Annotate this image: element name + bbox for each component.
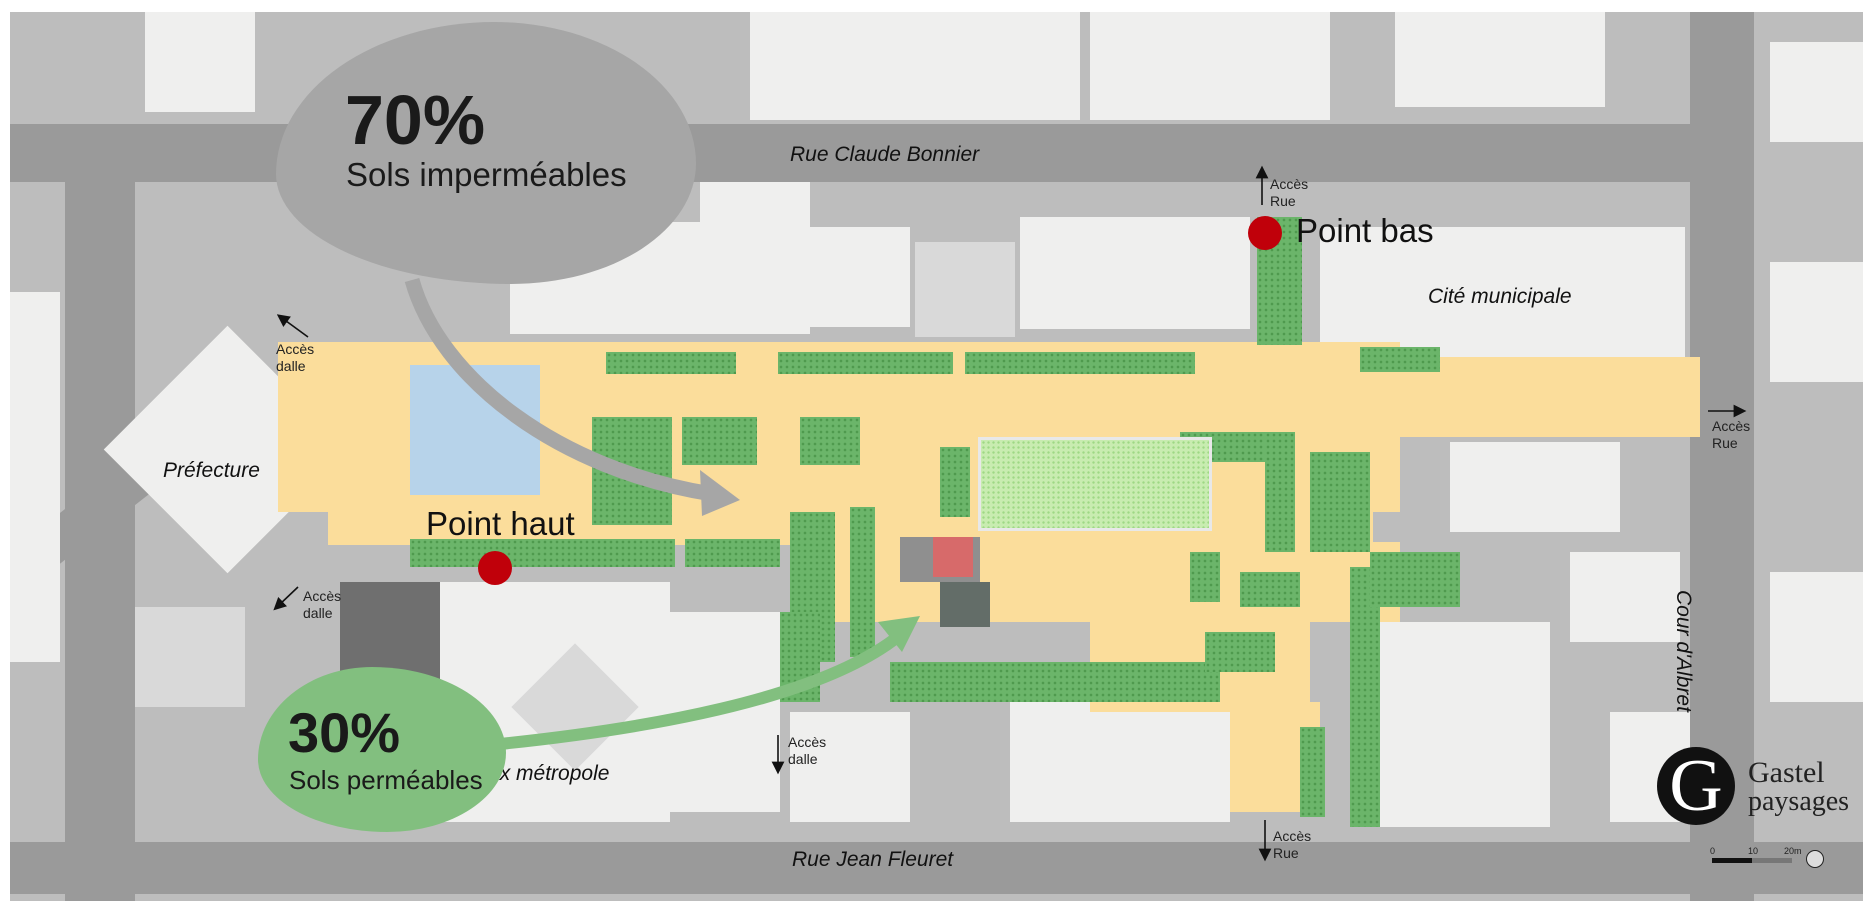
- access-arrow-sw-icon: [273, 586, 299, 611]
- permeable-bed: [940, 447, 970, 517]
- scale-bar-segment: [1752, 858, 1792, 863]
- building: [915, 242, 1015, 337]
- point-bas-marker: [1248, 216, 1282, 250]
- building: [145, 12, 255, 112]
- place-label-cite-municipale: Cité municipale: [1428, 285, 1572, 308]
- building: [1090, 12, 1330, 120]
- scale-bar-segment: [1712, 858, 1752, 863]
- point-bas-label: Point bas: [1296, 212, 1434, 249]
- site-plan-map: [10, 12, 1863, 901]
- point-haut-label: Point haut: [426, 505, 575, 542]
- building: [135, 607, 245, 707]
- green-flow-arrowhead-icon: [878, 616, 920, 652]
- building: [1020, 217, 1250, 329]
- scale-tick: 20m: [1784, 846, 1802, 856]
- access-line: dalle: [303, 605, 333, 621]
- access-line: dalle: [276, 358, 306, 374]
- building: [1010, 702, 1230, 822]
- access-arrow-nw-icon: [276, 314, 309, 338]
- logo-mark-letter: G: [1669, 745, 1723, 827]
- building: [1450, 442, 1620, 532]
- place-label-prefecture: Préfecture: [163, 459, 260, 482]
- impermeable-percent: 70%: [345, 81, 486, 159]
- access-line: Accès: [1712, 418, 1751, 434]
- logo-name: Gastel: [1748, 756, 1825, 789]
- north-arrow-icon: [1806, 850, 1824, 868]
- lawn: [978, 437, 1212, 531]
- permeable-bed: [890, 662, 1220, 702]
- permeable-bed: [685, 539, 780, 567]
- scale-tick: 10: [1748, 846, 1759, 856]
- permeable-bed: [606, 352, 736, 374]
- access-line: Accès: [788, 734, 827, 750]
- access-line: Accès: [276, 341, 315, 357]
- building: [1570, 552, 1680, 642]
- street-label-south: Rue Jean Fleuret: [792, 848, 954, 871]
- permeable-bed: [1350, 567, 1380, 827]
- scale-bar: 0 10 20m: [1710, 846, 1824, 868]
- road-jean-fleuret: [10, 842, 1863, 894]
- permeable-bed: [410, 539, 675, 567]
- access-line: dalle: [788, 751, 818, 767]
- permeable-bed: [1265, 432, 1295, 552]
- building: [810, 227, 910, 327]
- access-line: Rue: [1712, 435, 1738, 451]
- building: [1770, 42, 1863, 142]
- permeable-percent: 30%: [288, 701, 401, 764]
- street-label-north: Rue Claude Bonnier: [790, 143, 980, 166]
- access-line: Accès: [303, 588, 342, 604]
- access-line: Accès: [1273, 828, 1312, 844]
- impermeable-label: Sols imperméables: [346, 156, 627, 193]
- logo-tagline: paysages: [1748, 786, 1850, 817]
- grey-flow-arrowhead-icon: [700, 470, 740, 516]
- green-flow-arrow-icon: [489, 630, 904, 751]
- building: [10, 292, 60, 662]
- building: [1380, 622, 1550, 827]
- playground-red: [933, 537, 973, 577]
- building: [700, 182, 810, 334]
- permeable-bed: [1205, 632, 1275, 672]
- permeable-bed: [965, 352, 1195, 374]
- permeable-bed: [800, 417, 860, 465]
- building-cite-municipale: [1320, 227, 1685, 362]
- building: [1395, 12, 1605, 107]
- building: [1770, 262, 1863, 382]
- impermeable-zone: [1400, 357, 1700, 437]
- permeable-bed: [1360, 347, 1440, 372]
- access-line: Accès: [1270, 176, 1309, 192]
- impermeable-bubble: [276, 22, 696, 284]
- permeable-bed: [1240, 572, 1300, 607]
- permeable-bubble: [258, 667, 506, 832]
- permeable-bed: [682, 417, 757, 465]
- gastel-logo-icon: G: [1657, 747, 1735, 825]
- permeable-bed: [1300, 727, 1325, 817]
- point-haut-marker: [478, 551, 512, 585]
- playground-dark: [940, 582, 990, 627]
- access-line: Rue: [1270, 193, 1296, 209]
- permeable-bed: [1370, 552, 1460, 607]
- building: [750, 12, 1080, 120]
- scale-tick: 0: [1710, 846, 1716, 856]
- permeable-bed: [1310, 452, 1370, 552]
- access-line: Rue: [1273, 845, 1299, 861]
- permeable-bed: [850, 507, 875, 657]
- building: [1770, 572, 1863, 702]
- permeable-label: Sols perméables: [289, 765, 483, 795]
- permeable-bed: [1190, 552, 1220, 602]
- grey-flow-arrow-icon: [404, 277, 714, 502]
- permeable-bed: [778, 352, 953, 374]
- building: [790, 712, 910, 822]
